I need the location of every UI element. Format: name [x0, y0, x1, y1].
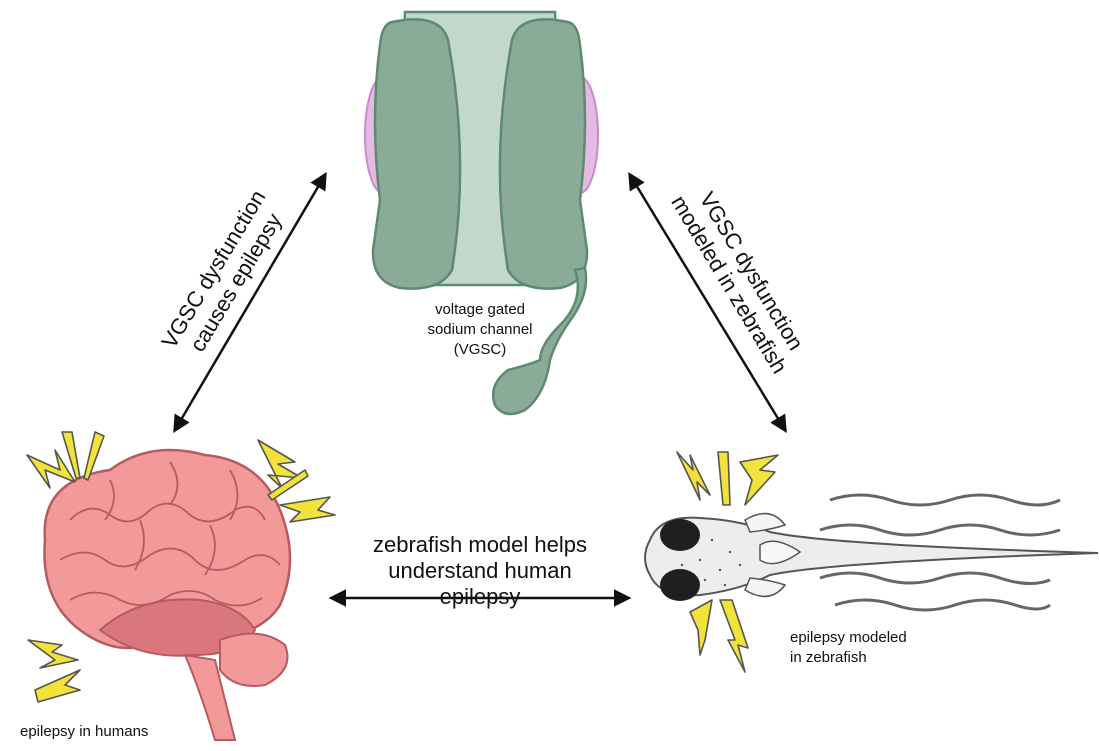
brain-stem	[183, 653, 237, 741]
lightning-icon	[61, 431, 81, 479]
zebrafish-illustration	[644, 493, 1099, 612]
zebrafish-eye-bottom	[660, 569, 700, 601]
brain-folds	[59, 461, 281, 607]
arrow-channel-humans	[173, 171, 327, 434]
zebrafish-label-line-1: epilepsy modeled	[790, 629, 907, 646]
zebrafish-label-line-2: in zebrafish	[790, 649, 867, 666]
bottom-arrow-label-line-2: understand human epilepsy	[388, 558, 572, 609]
seizure-bolts	[26, 431, 779, 703]
channel-subunit-left	[371, 18, 462, 290]
bottom-arrow-label: zebrafish model helps understand human e…	[345, 532, 615, 610]
humans-label-text: epilepsy in humans	[20, 723, 149, 740]
zebrafish-fin-right	[744, 577, 787, 598]
channel-label: voltage gated sodium channel (VGSC)	[390, 300, 570, 360]
lightning-icon	[739, 454, 779, 506]
lightning-icon	[26, 449, 76, 489]
channel-label-line-1: voltage gated	[434, 301, 526, 318]
lightning-icon	[83, 431, 105, 481]
lightning-icon	[267, 469, 309, 501]
channel-subunit-right	[498, 18, 589, 290]
channel-label-line-3: (VGSC)	[453, 341, 507, 358]
lightning-icon	[279, 496, 336, 523]
channel-label-line-2: sodium channel	[427, 321, 533, 338]
zebrafish-eye-top	[660, 519, 700, 551]
sodium-channel-illustration	[364, 10, 599, 416]
brain-cerebellum	[219, 632, 289, 687]
lightning-icon	[676, 451, 711, 501]
lightning-icon	[719, 599, 749, 673]
bottom-arrow-label-line-1: zebrafish model helps	[372, 532, 587, 557]
zebrafish-fin-left	[744, 512, 787, 533]
lightning-icon	[717, 451, 731, 506]
lightning-icon	[27, 639, 79, 669]
channel-tail	[491, 266, 588, 416]
lightning-icon	[689, 599, 713, 656]
lightning-icon	[34, 669, 81, 703]
brain-illustration	[43, 448, 292, 741]
zebrafish-label: epilepsy modeled in zebrafish	[790, 628, 960, 668]
zebrafish-swim-bladder	[759, 540, 802, 565]
humans-label: epilepsy in humans	[20, 722, 220, 742]
arrow-channel-zebrafish	[628, 172, 787, 433]
swim-waves	[819, 493, 1061, 612]
